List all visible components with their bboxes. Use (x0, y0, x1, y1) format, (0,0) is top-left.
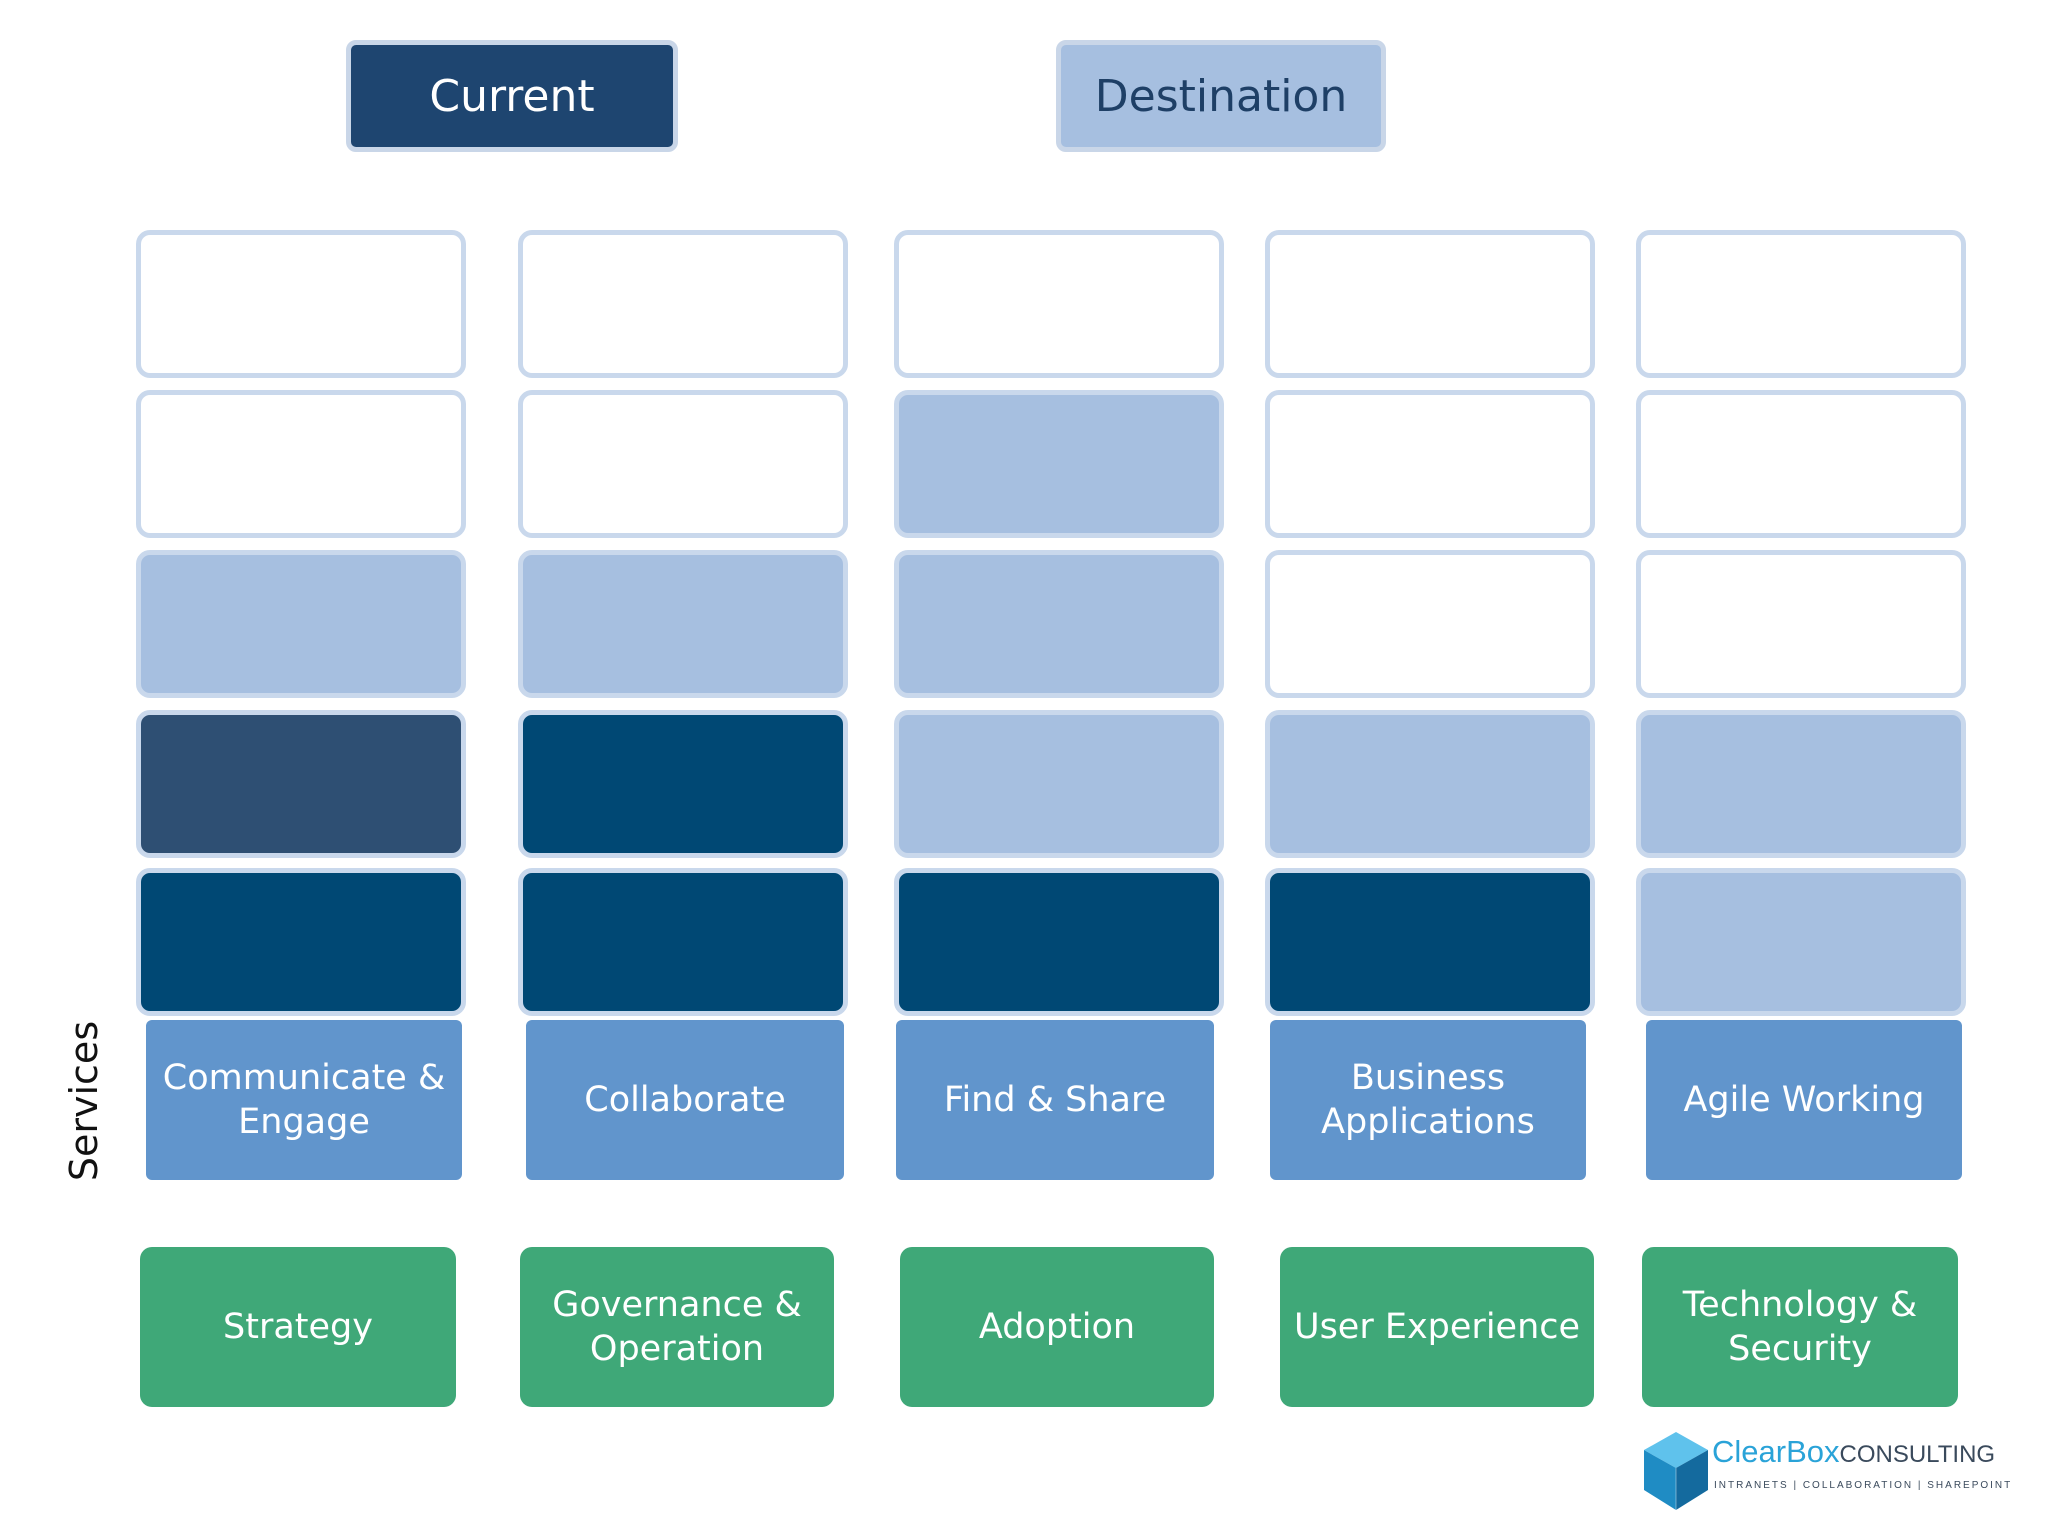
foundation-technology-security: Technology & Security (1642, 1247, 1958, 1407)
level-box-communicate-engage-1 (136, 868, 466, 1016)
services-axis-label: Services (62, 1020, 106, 1182)
foundation-governance-operation: Governance & Operation (520, 1247, 834, 1407)
legend-current: Current (346, 40, 678, 152)
logo-tagline: INTRANETS | COLLABORATION | SHAREPOINT (1714, 1480, 2013, 1491)
service-collaborate: Collaborate (526, 1020, 844, 1180)
level-box-business-applications-4 (1265, 390, 1595, 538)
level-box-find-share-2 (894, 710, 1224, 858)
level-box-find-share-3 (894, 550, 1224, 698)
level-box-agile-working-5 (1636, 230, 1966, 378)
level-box-communicate-engage-4 (136, 390, 466, 538)
foundation-strategy: Strategy (140, 1247, 456, 1407)
level-box-communicate-engage-2 (136, 710, 466, 858)
level-box-agile-working-1 (1636, 868, 1966, 1016)
service-find-share: Find & Share (896, 1020, 1214, 1180)
level-box-find-share-4 (894, 390, 1224, 538)
cube-logo-icon (1644, 1432, 1708, 1510)
level-box-collaborate-2 (518, 710, 848, 858)
level-box-find-share-1 (894, 868, 1224, 1016)
level-box-business-applications-3 (1265, 550, 1595, 698)
level-box-collaborate-5 (518, 230, 848, 378)
service-communicate-engage: Communicate & Engage (146, 1020, 462, 1180)
level-box-business-applications-2 (1265, 710, 1595, 858)
level-box-agile-working-3 (1636, 550, 1966, 698)
logo-wordmark: ClearBoxCONSULTING (1712, 1434, 1996, 1469)
level-box-communicate-engage-3 (136, 550, 466, 698)
clearbox-logo: ClearBoxCONSULTING INTRANETS | COLLABORA… (1644, 1432, 2010, 1512)
service-agile-working: Agile Working (1646, 1020, 1962, 1180)
level-box-communicate-engage-5 (136, 230, 466, 378)
level-box-agile-working-2 (1636, 710, 1966, 858)
foundation-adoption: Adoption (900, 1247, 1214, 1407)
foundation-user-experience: User Experience (1280, 1247, 1594, 1407)
level-box-collaborate-1 (518, 868, 848, 1016)
level-box-collaborate-3 (518, 550, 848, 698)
level-box-business-applications-5 (1265, 230, 1595, 378)
legend-destination: Destination (1056, 40, 1386, 152)
level-box-find-share-5 (894, 230, 1224, 378)
service-business-applications: Business Applications (1270, 1020, 1586, 1180)
level-box-agile-working-4 (1636, 390, 1966, 538)
level-box-business-applications-1 (1265, 868, 1595, 1016)
level-box-collaborate-4 (518, 390, 848, 538)
